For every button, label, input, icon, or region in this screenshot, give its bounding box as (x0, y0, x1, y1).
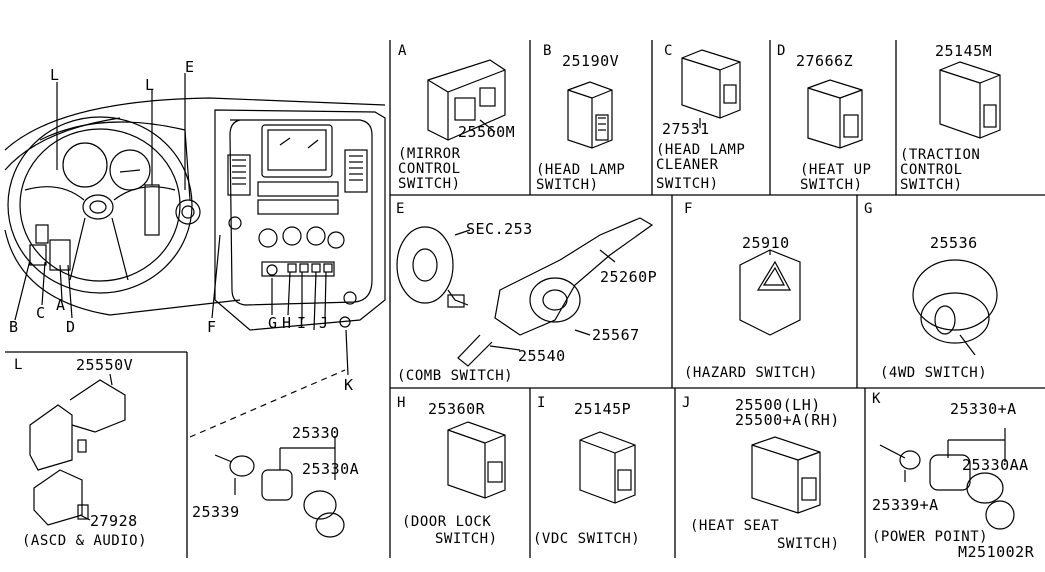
callout-l-upper: L (50, 66, 60, 84)
panel-a-part: 25560M (458, 123, 516, 141)
panel-e-letter: E (396, 201, 405, 217)
panel-j-caption-2: SWITCH) (777, 536, 840, 552)
panel-h-part: 25360R (428, 400, 486, 418)
panel-c-caption-1: (HEAD LAMP (656, 142, 746, 158)
panel-d-letter: D (777, 43, 786, 59)
panel-f-caption: (HAZARD SWITCH) (684, 365, 818, 381)
comb-switch-drawing (396, 217, 654, 367)
panel-c-caption-3: SWITCH) (656, 176, 719, 192)
panel-a-caption-2: CONTROL (398, 161, 461, 177)
panel-b-letter: B (543, 43, 552, 59)
callout-i: I (297, 314, 307, 332)
panel-l-letter: L (14, 357, 23, 373)
heat-up-switch-drawing (807, 79, 863, 149)
heat-seat-switch-drawing (751, 436, 821, 514)
vdc-switch-drawing (579, 431, 636, 504)
callout-c: C (36, 304, 46, 322)
panel-i-letter: I (537, 395, 546, 411)
panel-k-letter: K (872, 391, 881, 407)
callout-f: F (207, 318, 217, 336)
panel-j-part-rh: 25500+A(RH) (735, 411, 840, 429)
panel-d-caption-2: SWITCH) (800, 177, 863, 193)
lighter-part-25339: 25339 (192, 503, 240, 521)
panel-a-caption-3: SWITCH) (398, 176, 461, 192)
traction-caption-2: CONTROL (900, 162, 963, 178)
dashboard-overview-drawing (4, 73, 386, 438)
panel-i-caption: (VDC SWITCH) (533, 531, 641, 547)
callout-k: K (344, 376, 354, 394)
panel-b-caption-1: (HEAD LAMP (536, 162, 626, 178)
panel-d-part: 27666Z (796, 52, 854, 70)
panel-c-letter: C (664, 43, 673, 59)
panel-g-letter: G (864, 201, 873, 217)
panel-b-part: 25190V (562, 52, 620, 70)
panel-k-part-25330aa: 25330AA (962, 456, 1029, 474)
panel-h-letter: H (397, 395, 406, 411)
callout-e: E (185, 58, 195, 76)
callout-b: B (9, 318, 19, 336)
power-point-drawing (879, 428, 1015, 530)
ascd-audio-switch-drawing (29, 373, 126, 526)
panel-e-caption: (COMB SWITCH) (397, 368, 514, 384)
head-lamp-cleaner-switch-drawing (681, 49, 741, 128)
callout-j: J (319, 314, 329, 332)
panel-h-caption-1: (DOOR LOCK (402, 514, 492, 530)
callout-l-lower: L (145, 76, 155, 94)
panel-d-caption-1: (HEAT UP (800, 162, 872, 178)
panel-k-part-25339a: 25339+A (872, 496, 939, 514)
lighter-part-25330: 25330 (292, 424, 340, 442)
panel-k-caption: (POWER POINT) (872, 529, 989, 545)
lighter-part-25330a: 25330A (302, 460, 360, 478)
panel-grid-lines (5, 40, 1045, 558)
traction-control-switch-drawing (939, 61, 1001, 139)
callout-a: A (56, 296, 66, 314)
diagram-code: M251002R (958, 543, 1035, 561)
traction-caption-1: (TRACTION (900, 147, 981, 163)
panel-j-letter: J (682, 395, 691, 411)
callout-g: G (268, 314, 278, 332)
callout-h: H (282, 314, 292, 332)
callout-d: D (66, 318, 76, 336)
hazard-switch-drawing (739, 249, 801, 336)
panel-a-caption-1: (MIRROR (398, 146, 461, 162)
panel-f-part: 25910 (742, 234, 790, 252)
panel-e-part-25567: 25567 (592, 326, 640, 344)
panel-i-part: 25145P (574, 400, 632, 418)
panel-j-caption-1: (HEAT SEAT (690, 518, 780, 534)
4wd-switch-drawing (912, 259, 998, 356)
panel-b-caption-2: SWITCH) (536, 177, 599, 193)
cigar-lighter-drawing (214, 436, 345, 538)
mirror-control-switch-drawing (427, 59, 506, 141)
panel-g-caption: (4WD SWITCH) (880, 365, 988, 381)
panel-e-part-sec: SEC.253 (466, 220, 533, 238)
panel-l-part-27928: 27928 (90, 512, 138, 530)
panel-e-part-25540: 25540 (518, 347, 566, 365)
panel-l-part-25550v: 25550V (76, 356, 134, 374)
panel-l-caption: (ASCD & AUDIO) (22, 533, 148, 549)
panel-c-part: 27531 (662, 120, 710, 138)
panel-h-caption-2: SWITCH) (435, 531, 498, 547)
panel-e-part-25260p: 25260P (600, 268, 658, 286)
panel-g-part: 25536 (930, 234, 978, 252)
panel-c-caption-2: CLEANER (656, 157, 719, 173)
traction-part: 25145M (935, 42, 993, 60)
head-lamp-switch-drawing (567, 81, 613, 149)
traction-caption-3: SWITCH) (900, 177, 963, 193)
panel-f-letter: F (684, 201, 693, 217)
panel-k-part-25330a: 25330+A (950, 400, 1017, 418)
door-lock-switch-drawing (447, 421, 506, 499)
panel-a-letter: A (398, 43, 407, 59)
panel-j-part-lh: 25500(LH) (735, 396, 821, 414)
